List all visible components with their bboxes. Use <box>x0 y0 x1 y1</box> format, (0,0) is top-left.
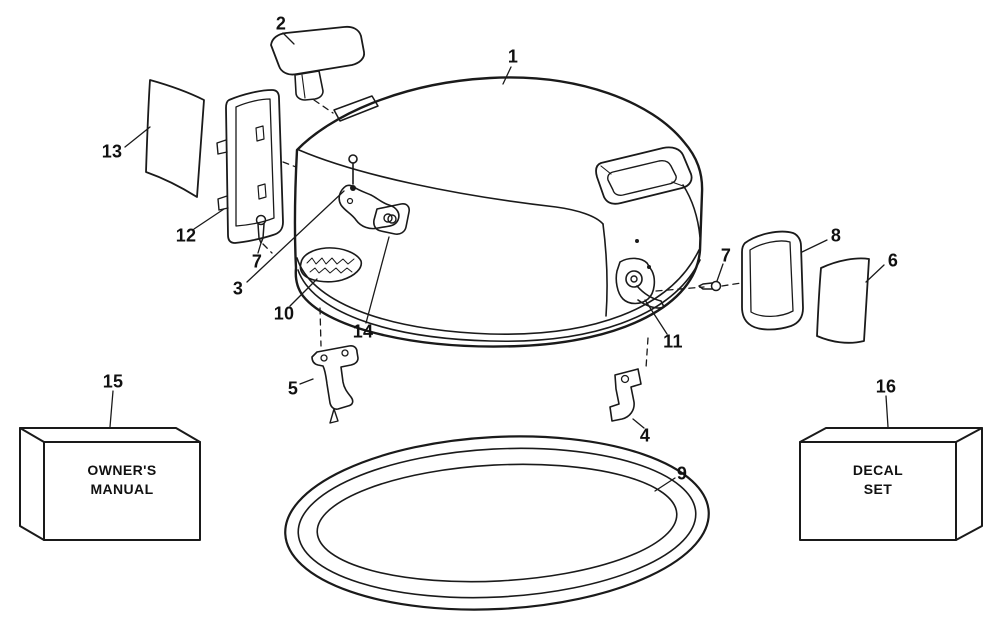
support-left <box>216 89 284 244</box>
callout-screw-right: 7 <box>720 245 732 266</box>
owners-manual-label: OWNER'S MANUAL <box>87 461 156 499</box>
owners-manual-box <box>19 427 201 541</box>
callout-screw-left: 7 <box>251 251 263 272</box>
owners-manual-line1: OWNER'S <box>87 462 157 479</box>
callout-cover-latch: 11 <box>663 331 683 352</box>
callout-engine-cover: 1 <box>507 46 519 67</box>
callout-retainer-plate: 14 <box>352 321 374 342</box>
callout-bracket-rear: 4 <box>639 425 651 446</box>
clamp-bracket <box>338 154 400 230</box>
callout-seal-strip: 10 <box>273 303 295 324</box>
callout-pad-left: 13 <box>101 141 123 162</box>
callout-access-cover: 2 <box>275 13 287 34</box>
cover-latch <box>615 257 665 309</box>
seal-strip <box>299 247 363 283</box>
decal-set-label: DECAL SET <box>853 461 903 499</box>
leader-lines <box>109 32 889 492</box>
pad-right <box>816 257 870 344</box>
callout-clamp-bracket: 3 <box>232 278 244 299</box>
access-cover <box>270 25 365 101</box>
callout-seal-ring: 9 <box>676 463 688 484</box>
decal-set-line1: DECAL <box>852 462 904 479</box>
owners-manual-line2: MANUAL <box>90 481 154 497</box>
decal-set-line2: SET <box>863 481 893 497</box>
callout-bracket-front: 5 <box>287 378 299 399</box>
callout-support-left: 12 <box>175 225 197 246</box>
bracket-rear <box>609 368 642 422</box>
callout-pad-right: 6 <box>887 250 899 271</box>
callout-owners-manual: 15 <box>102 371 124 392</box>
callout-support-right: 8 <box>830 225 842 246</box>
assembly-dashed-lines <box>262 99 742 369</box>
pad-left <box>145 79 205 198</box>
bracket-front <box>311 345 359 424</box>
handle-recess <box>595 146 693 205</box>
engine-cover <box>293 76 704 348</box>
decal-set-box <box>799 427 983 541</box>
callout-decal-set: 16 <box>875 376 897 397</box>
seal-ring <box>284 435 710 611</box>
support-right <box>741 230 804 331</box>
retainer-plate <box>373 203 410 235</box>
screw-right <box>698 280 722 292</box>
